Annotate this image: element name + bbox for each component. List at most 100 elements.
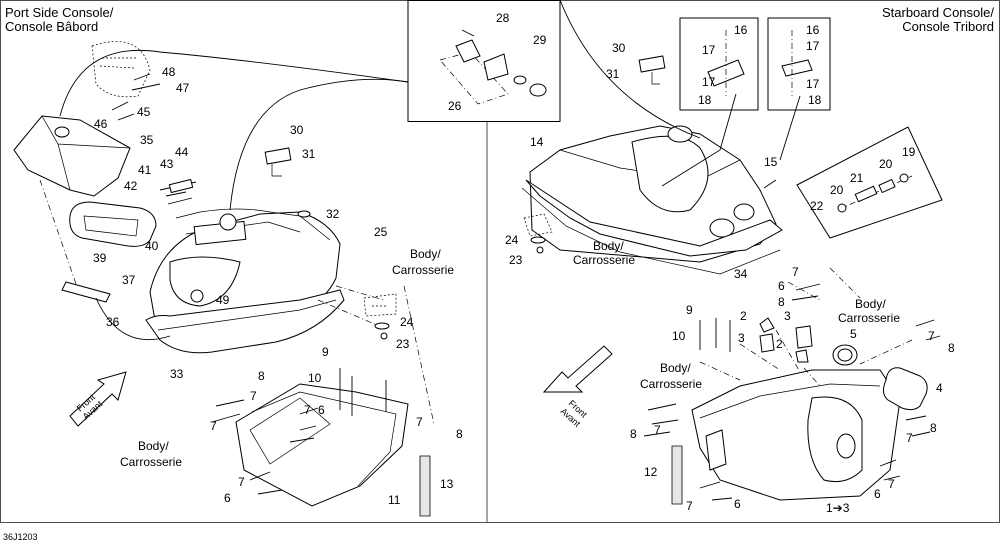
callout-4: 4: [936, 381, 943, 395]
callout-7-starboard-c: 7: [906, 431, 913, 445]
callout-3-b: 3: [784, 309, 791, 323]
gasket-3-upper: [759, 333, 775, 353]
leader-36: [95, 297, 171, 340]
callout-31-port: 31: [302, 147, 316, 161]
body-axis-port-2: [403, 285, 435, 425]
body-label-starboard-left-1: Body/: [660, 361, 691, 375]
body-label-port-top-2: Carrosserie: [392, 263, 454, 277]
axis-line-35: [39, 179, 77, 285]
callout-46: 46: [94, 117, 108, 131]
latch-31: [264, 147, 292, 165]
fitting-20: [878, 178, 896, 194]
lower-console-1-bracket: [705, 429, 727, 471]
starboard-header-line1: Starboard Console/: [882, 5, 994, 20]
latch-31-leader: [271, 164, 282, 177]
port-header-line2: Console Bâbord: [5, 19, 98, 34]
screws-port-lower: [211, 368, 387, 495]
callout-10-starboard: 10: [672, 329, 686, 343]
callout-8-starboard-d: 8: [630, 427, 637, 441]
screw-32: [297, 210, 311, 218]
console-recess: [169, 256, 241, 307]
callout-16-right: 16: [806, 23, 820, 37]
lower-console-1-cup: [836, 433, 856, 459]
callout-6-port-b: 6: [224, 491, 231, 505]
bracket-17-right: [781, 59, 813, 77]
body-bracket-port: [363, 293, 397, 317]
washer-24-starboard: [530, 236, 546, 244]
cupholder-26: [455, 39, 481, 63]
console-cover-35: [13, 115, 131, 197]
lower-console-1-ridge: [699, 383, 881, 419]
callout-1-3: 1➔3: [826, 501, 850, 515]
callout-7-port-b: 7: [304, 403, 311, 417]
fitting-19: [899, 173, 909, 183]
console-cover-35-edges: [41, 115, 131, 191]
callout-7-port-c: 7: [210, 419, 217, 433]
callout-7-port-e: 7: [238, 475, 245, 489]
washer-24-port: [374, 322, 390, 330]
body-label-port-bottom-1: Body/: [138, 439, 169, 453]
callout-31-starboard: 31: [606, 67, 620, 81]
gasket-4: [882, 367, 928, 411]
washer-29: [513, 75, 527, 85]
nut-23-port: [380, 332, 388, 340]
gasket-33: [145, 289, 345, 354]
callout-24-port: 24: [400, 315, 414, 329]
callout-6-starboard-a: 6: [778, 279, 785, 293]
callout-5: 5: [850, 327, 857, 341]
callout-3-a: 3: [738, 331, 745, 345]
lower-panel-11: [235, 383, 409, 507]
gasket-40: [69, 201, 157, 247]
plug-49: [190, 289, 204, 303]
nut-23-starboard: [536, 246, 544, 254]
body-bracket-starboard: [523, 213, 553, 237]
callout-7-starboard-a: 7: [792, 265, 799, 279]
gasket-3-lower: [795, 325, 813, 349]
callout-25: 25: [374, 225, 388, 239]
lower-panel-11-edge: [251, 391, 397, 487]
body-label-starboard-top-1: Body/: [593, 239, 624, 253]
callout-30-port: 30: [290, 123, 304, 137]
leader-35-to-inset: [59, 49, 409, 117]
leader-inset-right-to-14: [779, 95, 801, 161]
latch-31-starboard-leader: [651, 72, 660, 85]
callout-7-port-d: 7: [416, 415, 423, 429]
dotted-outline-inner: [99, 57, 136, 69]
front-arrow-starboard-icon: [542, 345, 613, 393]
bracket-41: [168, 178, 194, 194]
callout-23-port: 23: [396, 337, 410, 351]
callout-9-port: 9: [322, 345, 329, 359]
plate-29: [483, 53, 509, 81]
callout-36: 36: [106, 315, 120, 329]
trim-strip-13: [419, 455, 431, 517]
callout-23-starboard: 23: [509, 253, 523, 267]
callout-18-left: 18: [698, 93, 712, 107]
callout-9-starboard: 9: [686, 303, 693, 317]
callout-6-port-a: 6: [318, 403, 325, 417]
callout-8-starboard-a: 8: [778, 295, 785, 309]
callout-20-a: 20: [879, 157, 893, 171]
callout-18-right: 18: [808, 93, 822, 107]
cover-35-hole: [54, 126, 70, 138]
screw-15: [763, 179, 777, 189]
lower-panel-11-inset: [249, 397, 331, 465]
callout-15: 15: [764, 155, 778, 169]
screw-28: [461, 29, 475, 37]
callout-47: 47: [176, 81, 190, 95]
callout-14: 14: [530, 135, 544, 149]
fitting-21: [854, 185, 878, 203]
body-label-starboard-top-2: Carrosserie: [573, 253, 635, 267]
callout-30-starboard: 30: [612, 41, 626, 55]
body-label-port-top-1: Body/: [410, 247, 441, 261]
gasket-40-inner: [83, 215, 139, 237]
callout-43: 43: [160, 157, 174, 171]
ring-29: [529, 83, 547, 97]
starboard-header-line2: Console Tribord: [902, 19, 994, 34]
callout-21: 21: [850, 171, 864, 185]
console-14-gauge: [667, 125, 693, 143]
callout-17-left-b: 17: [702, 75, 716, 89]
speaker-fittings-inset: [796, 126, 943, 239]
leader-console-to-inset: [229, 78, 409, 211]
body-axis-starboard-top: [787, 267, 861, 301]
